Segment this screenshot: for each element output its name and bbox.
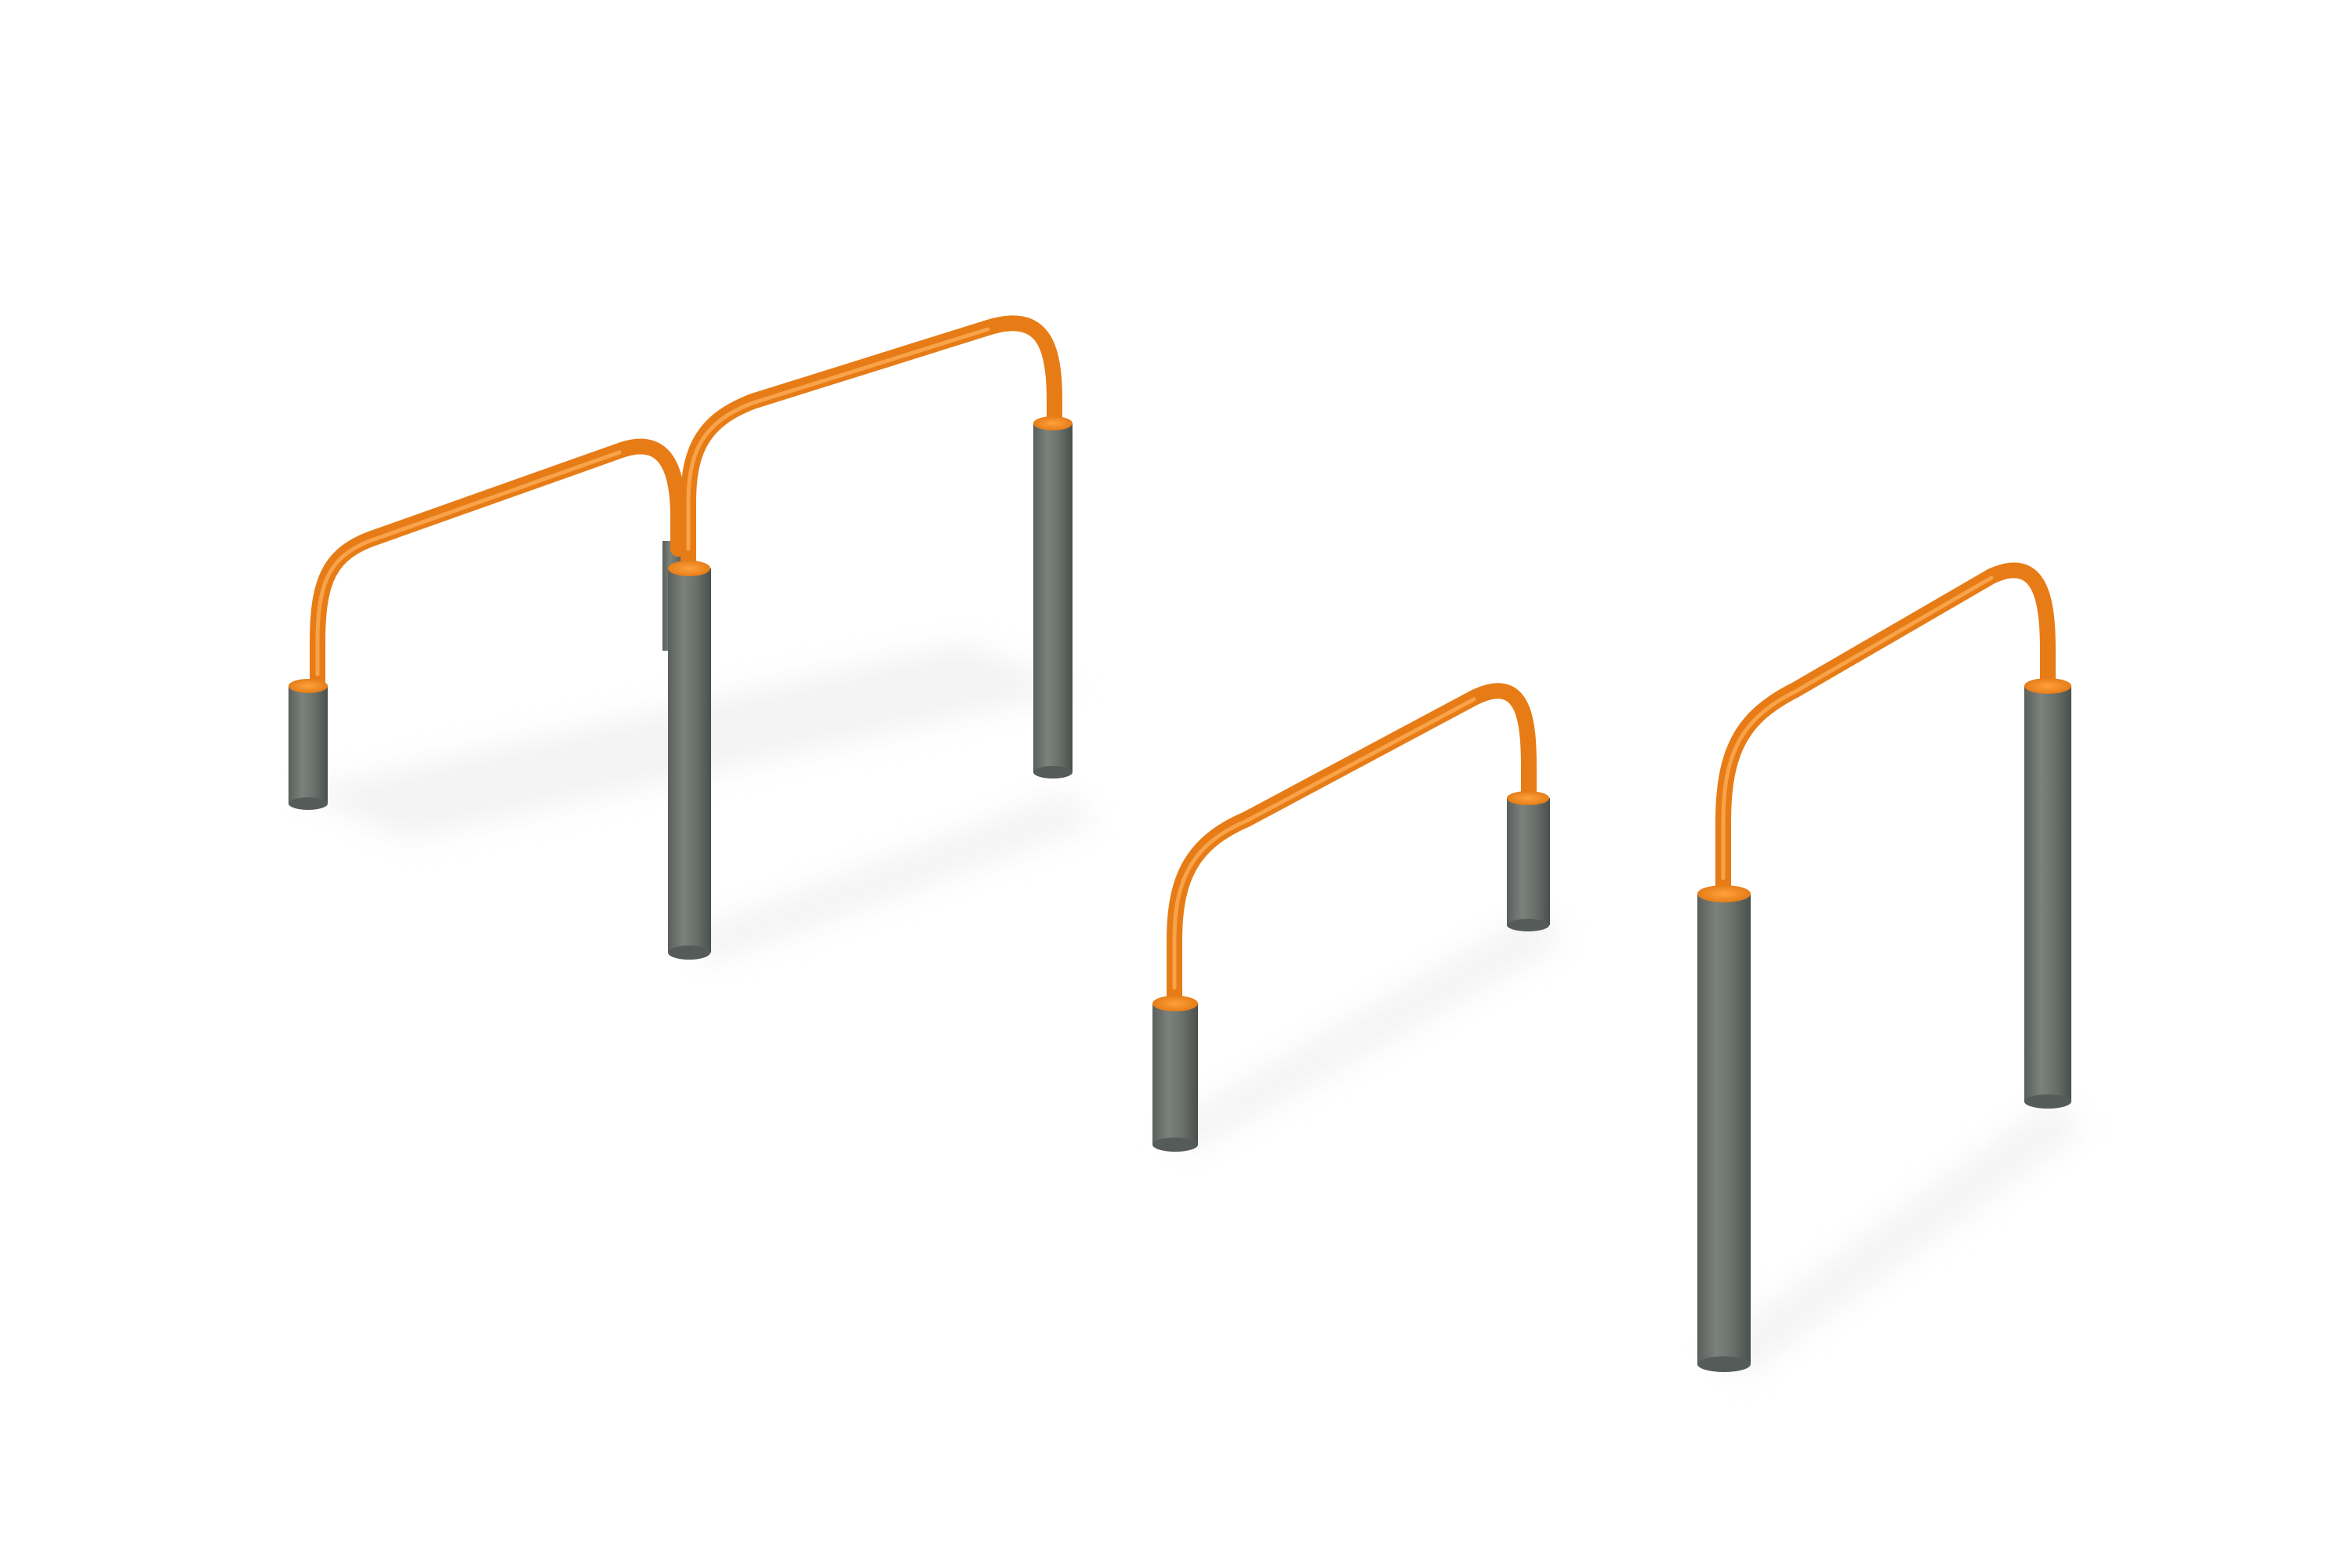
orange-rail [1715,562,2056,902]
orange-cap [1697,885,1751,902]
tall-bar-left-front [668,315,1073,960]
orange-cap [289,679,328,693]
post [1507,798,1550,925]
post [289,686,328,804]
orange-rail [681,315,1062,572]
orange-cap [1033,416,1073,430]
post [1152,1004,1198,1145]
orange-cap [668,561,710,576]
orange-rail [310,438,686,690]
low-bar-right [1152,683,1550,1152]
post [668,568,711,953]
orange-cap [1152,996,1198,1011]
orange-cap [1507,791,1549,805]
tall-bar-right [1697,562,2071,1372]
tall-bar-left-back [289,438,686,810]
post [2024,686,2071,1102]
post [1697,894,1751,1364]
post [1033,423,1073,772]
orange-cap [2024,678,2071,694]
